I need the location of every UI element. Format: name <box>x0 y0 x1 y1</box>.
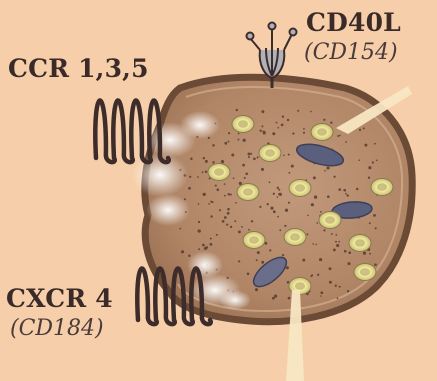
cxcr4-receptor-coil <box>137 268 210 324</box>
granule-core <box>290 233 300 241</box>
ccr-receptor-coil <box>95 100 168 162</box>
label-cxcr4: CXCR 4 <box>6 284 113 313</box>
granule-core <box>295 282 305 290</box>
granule-core <box>249 236 259 244</box>
granule-core <box>243 188 253 196</box>
granule-core <box>377 183 387 191</box>
label-ccr: CCR 1,3,5 <box>8 54 149 83</box>
granule-core <box>317 128 327 136</box>
granule-core <box>265 149 275 157</box>
label-cd184: (CD184) <box>10 316 104 341</box>
granule-core <box>295 184 305 192</box>
granule-core <box>325 216 335 224</box>
granule-core <box>214 168 224 176</box>
granule-core <box>360 268 370 276</box>
granule-core <box>355 239 365 247</box>
granule-core <box>238 120 248 128</box>
label-cd154: (CD154) <box>304 40 398 65</box>
label-cd40l: CD40L <box>306 8 401 37</box>
